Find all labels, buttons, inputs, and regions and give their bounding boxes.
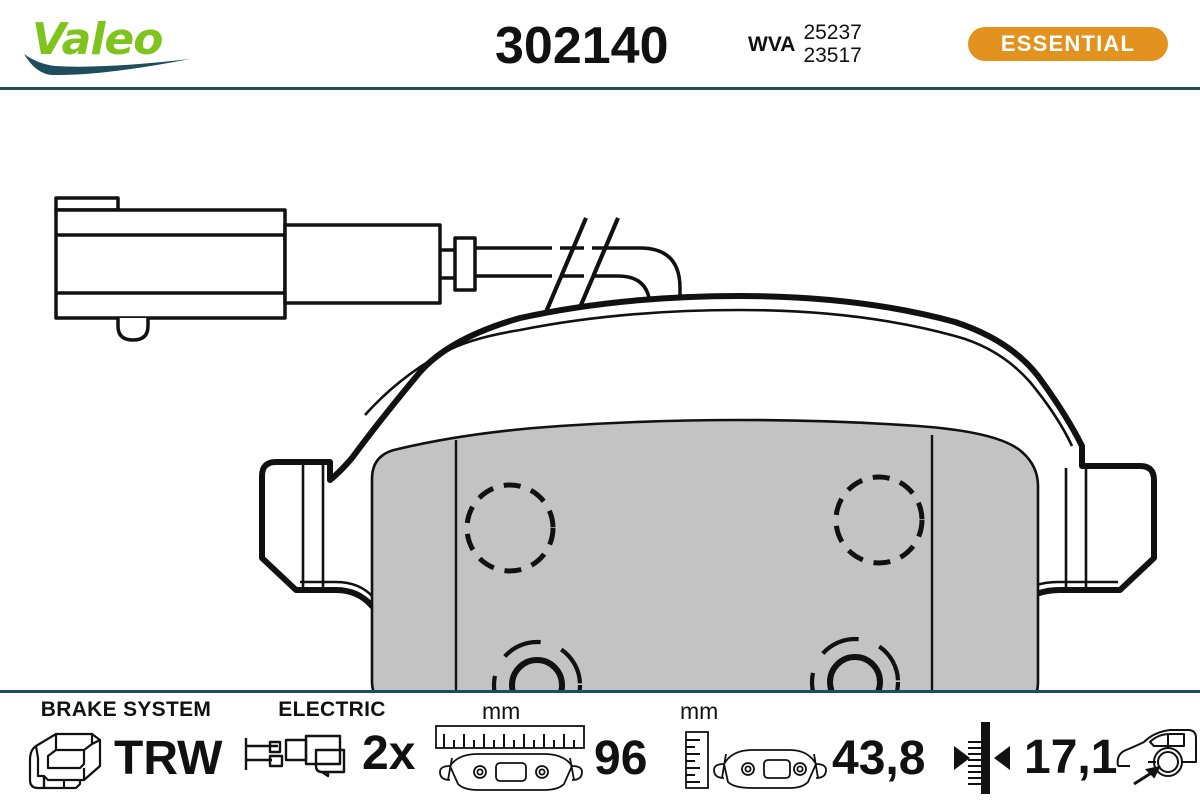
spec-thickness: 17,1 bbox=[940, 694, 1120, 800]
brake-system-value: TRW bbox=[114, 732, 223, 785]
spec-brake-system: BRAKE SYSTEM TRW bbox=[8, 694, 244, 800]
wva-block: WVA 25237 23517 bbox=[748, 21, 862, 67]
header: Valeo 302140 WVA 25237 23517 ESSENTIAL bbox=[0, 0, 1200, 85]
rivet-lower-right bbox=[809, 636, 901, 690]
plate-inner-contour-top bbox=[364, 308, 1074, 447]
wva-codes: 25237 23517 bbox=[803, 21, 862, 67]
left-ear-detail-lines bbox=[301, 464, 325, 588]
wva-code-2: 23517 bbox=[803, 43, 862, 67]
wear-sensor-connector-icon bbox=[54, 196, 477, 342]
right-ear-detail-lines bbox=[1064, 468, 1088, 588]
essential-badge: ESSENTIAL bbox=[968, 27, 1168, 61]
thickness-gauge-icon bbox=[954, 722, 1010, 794]
brake-pad-technical-drawing bbox=[54, 196, 1157, 690]
hidden-rivet-circle-upper-right bbox=[833, 474, 925, 566]
header-divider bbox=[0, 87, 1200, 90]
axle-pointer-arrow bbox=[1133, 765, 1161, 786]
caliper-icon bbox=[28, 732, 102, 790]
wva-code-1: 25237 bbox=[803, 21, 862, 44]
part-number: 302140 bbox=[495, 17, 669, 75]
wva-label: WVA bbox=[748, 33, 796, 56]
spec-electric: ELECTRIC 2x bbox=[232, 694, 432, 800]
friction-division-lines bbox=[454, 435, 934, 690]
brand-name: Valeo bbox=[32, 14, 163, 65]
valeo-logo: Valeo bbox=[22, 12, 202, 78]
horizontal-ruler-icon bbox=[435, 725, 585, 791]
hidden-rivet-circle-upper-left bbox=[464, 482, 556, 574]
friction-material bbox=[370, 418, 1040, 690]
spec-height: mm bbox=[672, 694, 932, 800]
electric-title: ELECTRIC bbox=[278, 698, 386, 721]
thickness-value: 17,1 bbox=[1024, 731, 1118, 784]
height-value: 43,8 bbox=[832, 732, 926, 785]
spec-axle-position bbox=[1108, 694, 1200, 800]
spec-width: mm bbox=[424, 694, 680, 800]
valeo-swoosh-icon bbox=[24, 54, 190, 76]
brake-system-title: BRAKE SYSTEM bbox=[40, 698, 212, 721]
electric-value: 2x bbox=[362, 727, 416, 780]
car-rear-axle-icon bbox=[1116, 729, 1197, 786]
rivet-lower-left bbox=[491, 639, 583, 690]
width-value: 96 bbox=[594, 732, 648, 785]
wear-sensor-icon bbox=[244, 734, 346, 778]
specification-bar: BRAKE SYSTEM TRW bbox=[0, 694, 1200, 800]
height-unit: mm bbox=[680, 698, 719, 724]
width-unit: mm bbox=[482, 698, 521, 724]
vertical-ruler-icon bbox=[685, 731, 827, 789]
badge-label: ESSENTIAL bbox=[1000, 31, 1136, 56]
specs-divider bbox=[0, 690, 1200, 693]
